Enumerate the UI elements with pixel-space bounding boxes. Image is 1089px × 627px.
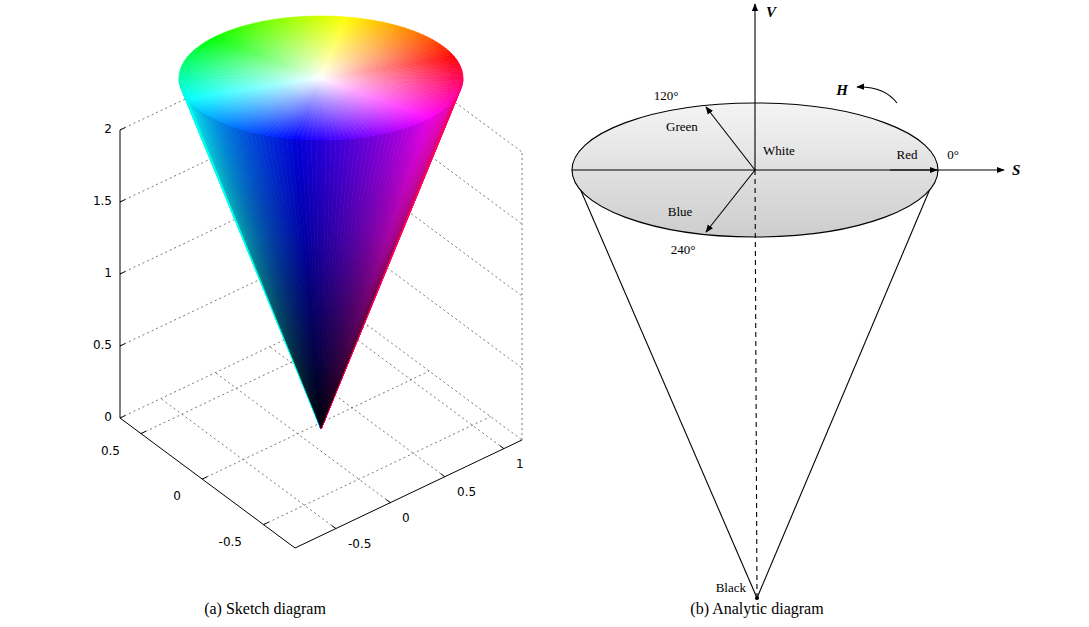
- tick-number: 0: [104, 411, 112, 424]
- tick-number: -0.5: [348, 538, 371, 551]
- axis-name: H: [836, 82, 848, 99]
- axis-line: [332, 526, 336, 529]
- green-arrow: [706, 107, 755, 170]
- panel-caption: (a) Sketch diagram: [204, 600, 326, 618]
- color-label: White: [763, 144, 795, 158]
- angle-label: 0°: [947, 148, 959, 162]
- tick-number: 1: [516, 458, 524, 471]
- color-label: Black: [716, 581, 746, 595]
- angle-label: 240°: [671, 243, 696, 257]
- black-apex: [756, 597, 759, 600]
- white-center: [179, 16, 463, 140]
- grid-line: [215, 373, 390, 503]
- color-label: Red: [897, 148, 918, 162]
- axis-line: [120, 416, 125, 418]
- tick-number: 0.5: [457, 486, 476, 499]
- color-label: Green: [666, 120, 698, 134]
- axis-line: [295, 440, 522, 548]
- hsv-cone: [179, 16, 463, 429]
- red-arrow: [890, 169, 937, 170]
- axis-name: S: [1012, 162, 1020, 179]
- axis-line: [500, 446, 504, 449]
- grid-line: [522, 152, 523, 440]
- grid-line: [347, 310, 522, 440]
- axis-name: V: [766, 4, 776, 21]
- tick-number: 0: [402, 512, 410, 525]
- tick-number: 0: [173, 490, 181, 503]
- center-dashed-line: [755, 170, 757, 596]
- hue-arrow: [857, 87, 897, 103]
- tick-number: 0.5: [101, 445, 120, 458]
- axis-line: [120, 344, 125, 346]
- angle-label: 120°: [654, 89, 679, 103]
- axis-line: [441, 474, 445, 477]
- tick-number: 1: [104, 267, 112, 280]
- axis-line: [120, 200, 125, 202]
- grid-line: [161, 399, 336, 529]
- color-label: Blue: [668, 205, 693, 219]
- tick-number: -0.5: [219, 536, 242, 549]
- axis-line: [264, 522, 269, 524]
- s-axis: [572, 169, 1004, 170]
- panel-caption: (b) Analytic diagram: [690, 600, 823, 618]
- analytic-cone: [572, 4, 1004, 600]
- tick-number: 1.5: [93, 195, 112, 208]
- v-axis: [754, 4, 755, 170]
- tick-number: 0.5: [93, 339, 112, 352]
- blue-arrow: [706, 170, 755, 232]
- grid-line: [264, 417, 491, 525]
- axis-line: [141, 431, 146, 433]
- axis-line: [120, 128, 125, 130]
- axis-line: [120, 418, 295, 548]
- tick-number: 2: [104, 123, 112, 136]
- axis-line: [120, 272, 125, 274]
- axis-line: [202, 477, 207, 479]
- axis-line: [386, 500, 390, 503]
